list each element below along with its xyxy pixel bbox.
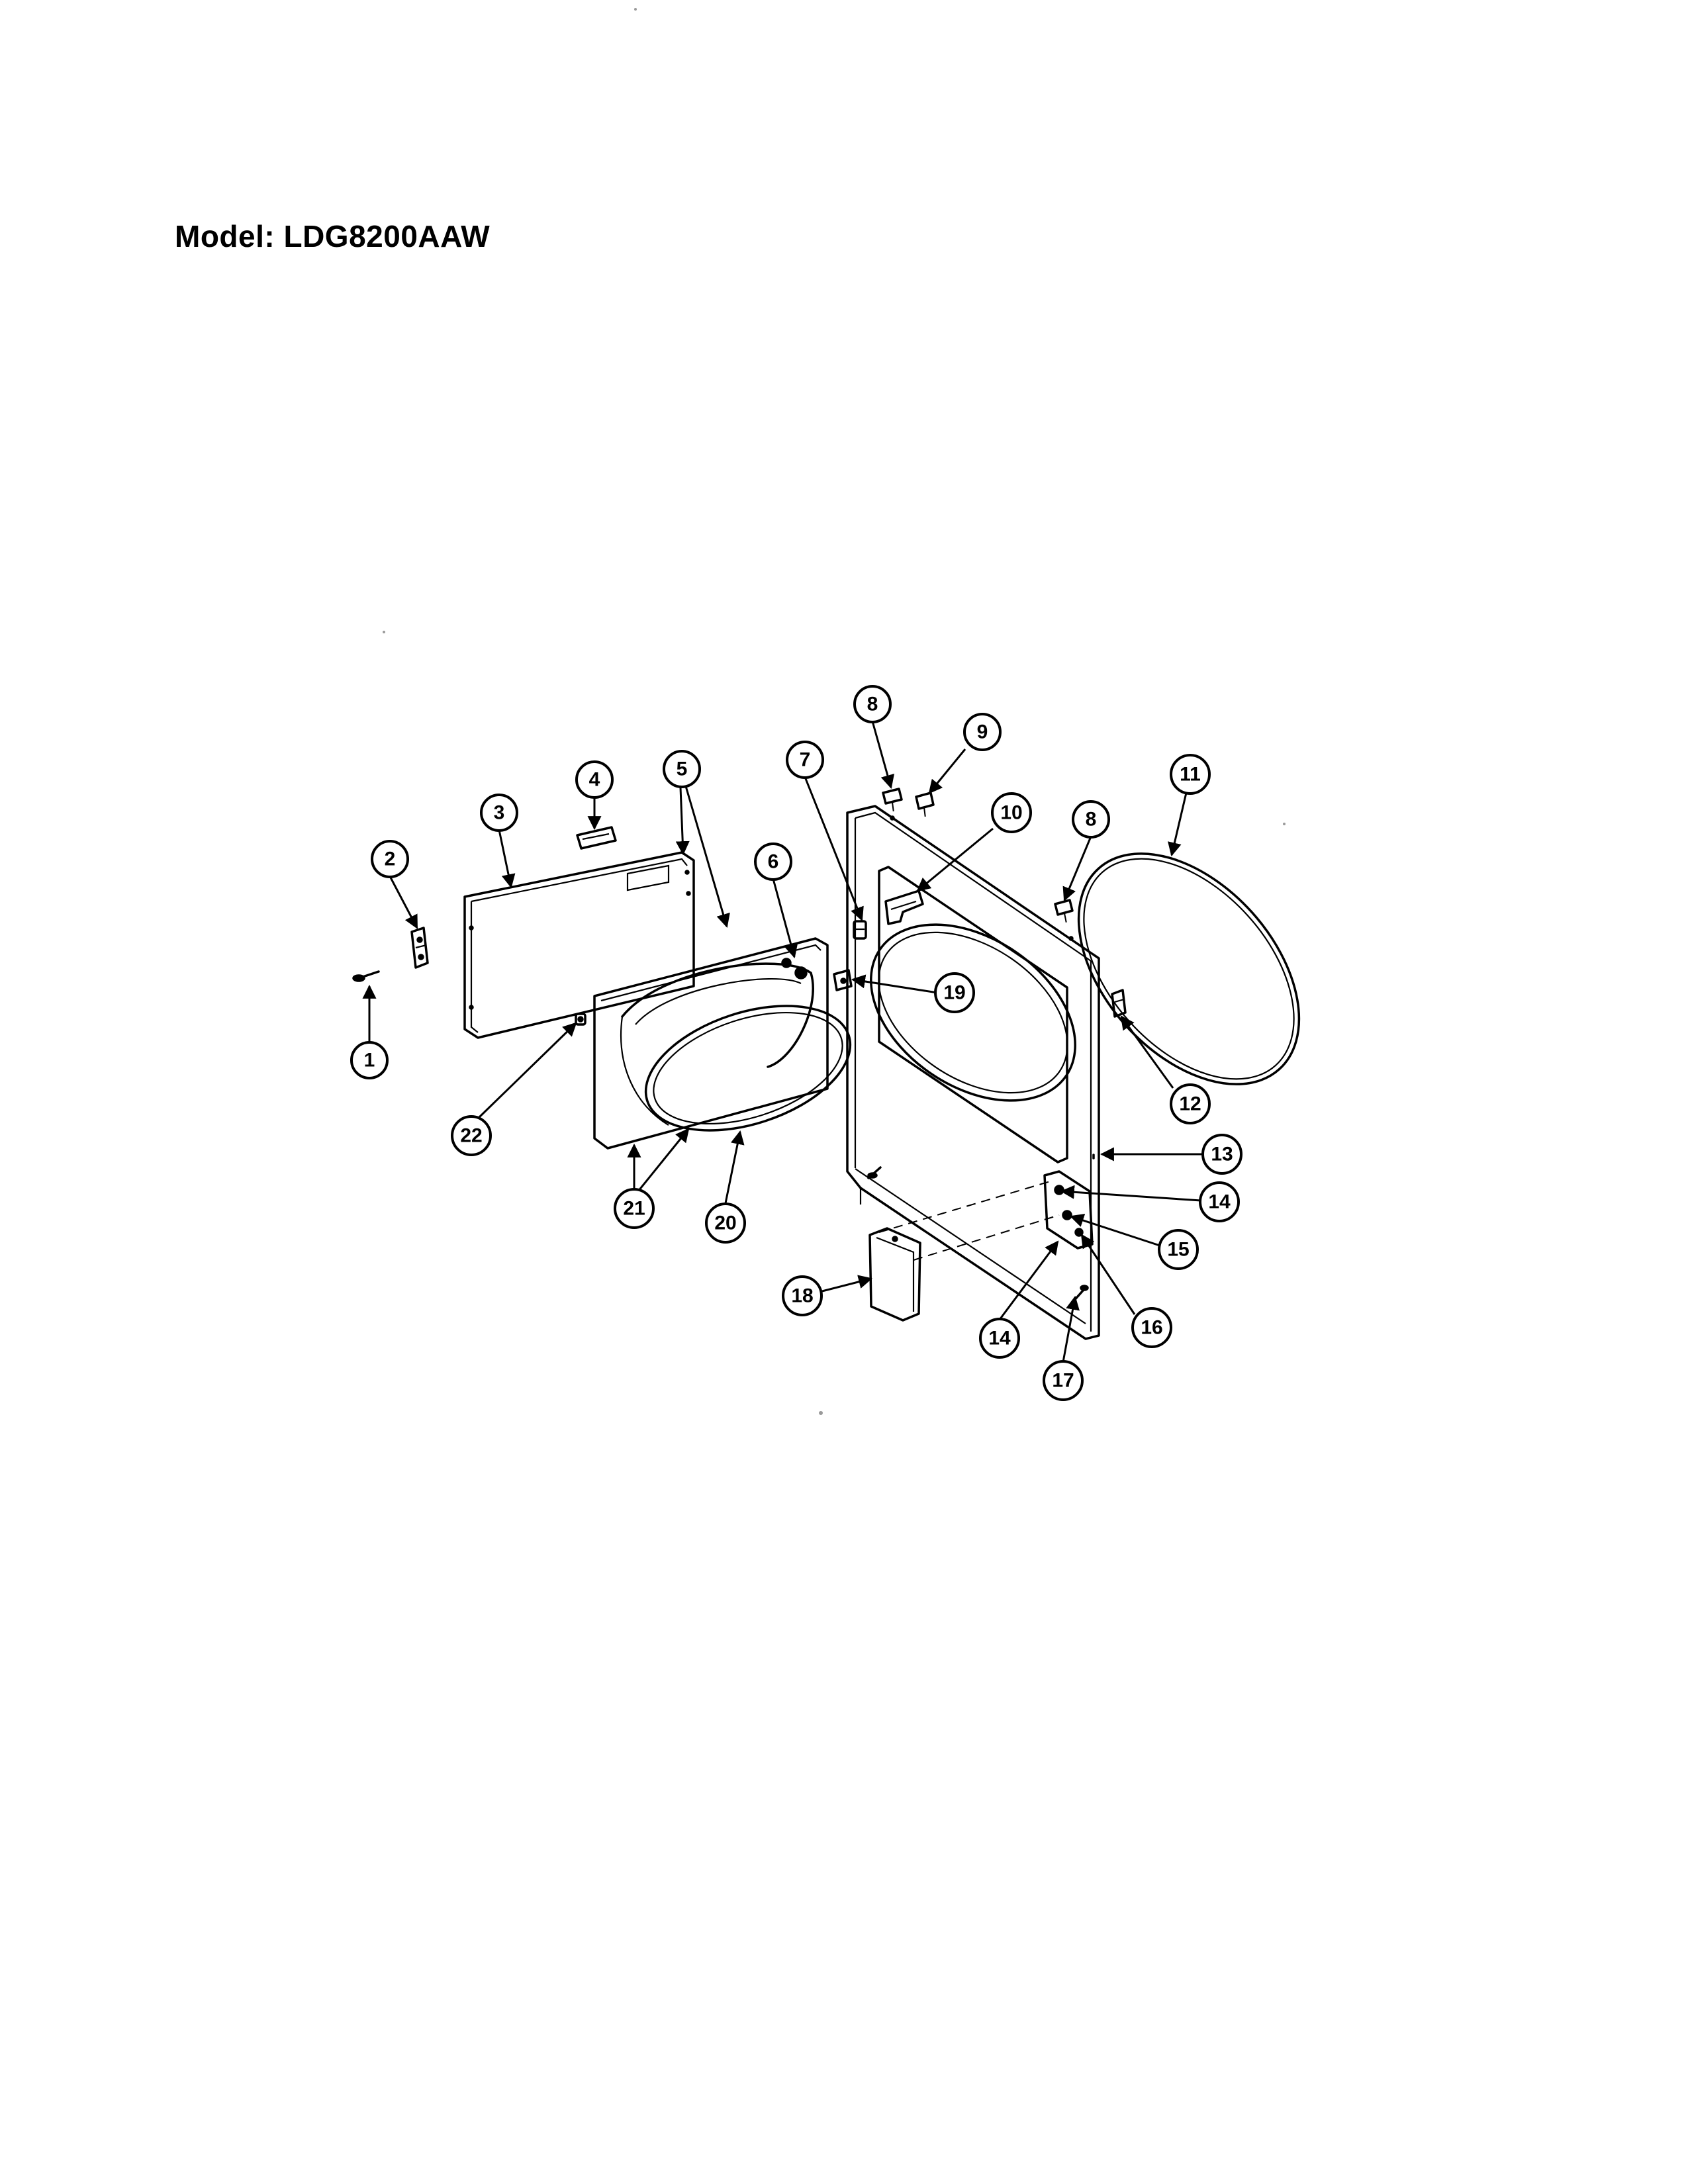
screw-part-1 — [352, 970, 380, 982]
outer-door-panel-part — [463, 851, 695, 1039]
door-catch-part — [833, 969, 853, 991]
callout-8-right-label: 8 — [1086, 809, 1097, 831]
callout-14-left-label: 14 — [988, 1328, 1011, 1349]
callout-17-label: 17 — [1052, 1370, 1074, 1392]
callout-8-left-label: 8 — [867, 694, 878, 715]
callout-9-label: 9 — [977, 721, 988, 743]
callout-6: 6 — [754, 842, 792, 881]
door-hinge-part — [410, 927, 429, 969]
callout-6-label: 6 — [768, 851, 779, 873]
assembly-line-lower — [913, 1214, 1060, 1261]
model-title: Model: LDG8200AAW — [175, 219, 491, 253]
panel-screw-lower-left — [867, 1166, 882, 1179]
assembly-line-upper — [878, 1180, 1053, 1233]
clip-part-8-right — [1054, 899, 1074, 927]
callout-13-label: 13 — [1211, 1144, 1233, 1165]
door-gasket-part — [644, 1005, 852, 1132]
callout-20: 20 — [705, 1203, 746, 1244]
callout-14-right: 14 — [1199, 1181, 1240, 1222]
scan-specks — [383, 8, 1286, 1415]
callout-21: 21 — [614, 1188, 655, 1229]
callout-17: 17 — [1043, 1360, 1084, 1401]
callout-5-label: 5 — [677, 758, 688, 780]
callout-4-label: 4 — [589, 769, 600, 791]
callout-20-label: 20 — [714, 1212, 736, 1234]
clip-part-8-left — [882, 788, 903, 813]
callout-19-label: 19 — [943, 982, 965, 1004]
callout-12-label: 12 — [1179, 1093, 1201, 1115]
callout-13: 13 — [1201, 1134, 1243, 1175]
callout-7-label: 7 — [800, 749, 811, 771]
callout-7: 7 — [786, 741, 824, 779]
latch-strike-part — [1111, 989, 1127, 1018]
plug-part-22 — [575, 1013, 586, 1026]
callout-19: 19 — [934, 972, 975, 1013]
lower-bracket-part — [1043, 1170, 1094, 1250]
callout-14-right-label: 14 — [1208, 1191, 1231, 1213]
callout-14-left: 14 — [979, 1318, 1020, 1359]
callout-4: 4 — [575, 760, 614, 799]
callout-3-label: 3 — [494, 802, 505, 824]
callout-16-label: 16 — [1141, 1317, 1162, 1339]
callout-15: 15 — [1158, 1229, 1199, 1270]
callout-5: 5 — [663, 750, 701, 788]
panel-bracket-part — [884, 889, 924, 925]
callout-9: 9 — [963, 713, 1002, 751]
callout-3: 3 — [480, 794, 518, 832]
callout-1: 1 — [350, 1041, 389, 1079]
callout-21-label: 21 — [623, 1198, 645, 1220]
callout-11: 11 — [1170, 754, 1211, 795]
clip-part-9 — [915, 792, 935, 819]
callout-22: 22 — [451, 1115, 492, 1156]
callout-10: 10 — [991, 792, 1032, 833]
callout-16: 16 — [1131, 1307, 1172, 1348]
callout-18-label: 18 — [791, 1285, 813, 1307]
callout-10-label: 10 — [1000, 802, 1022, 824]
cover-plate-part — [868, 1227, 921, 1322]
callout-2-label: 2 — [385, 848, 396, 870]
callout-8-right: 8 — [1072, 800, 1110, 839]
callout-12: 12 — [1170, 1083, 1211, 1124]
inner-door-liner-part — [593, 937, 829, 1150]
leader-lines — [362, 721, 1203, 1363]
door-switch-part — [853, 920, 867, 940]
callout-15-label: 15 — [1167, 1239, 1189, 1261]
callout-1-label: 1 — [364, 1050, 375, 1071]
front-panel-part — [846, 805, 1100, 1340]
callout-22-label: 22 — [460, 1125, 482, 1147]
callout-2: 2 — [371, 840, 409, 878]
callout-8-left: 8 — [853, 685, 892, 723]
callout-18: 18 — [782, 1275, 823, 1316]
door-handle-part — [576, 826, 617, 850]
callout-11-label: 11 — [1180, 764, 1201, 786]
